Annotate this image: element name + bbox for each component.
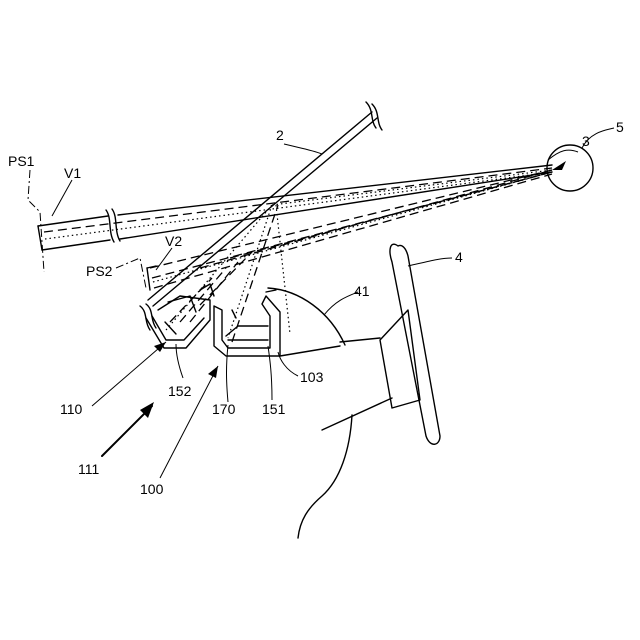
label-v1: V1 [64,165,81,181]
label-152: 152 [168,383,192,399]
label-v2: V2 [165,233,182,249]
label-3: 3 [582,133,590,149]
label-41: 41 [354,283,370,299]
light-paths [166,170,552,342]
label-ps2: PS2 [86,263,113,279]
label-ps1: PS1 [8,153,35,169]
label-111: 111 [78,461,99,477]
viewer-head [547,145,593,191]
label-5: 5 [616,119,624,135]
label-103: 103 [300,369,324,385]
label-110: 110 [60,401,83,417]
eye-icon [552,161,566,170]
leader-lines [28,128,614,478]
label-4: 4 [455,249,463,265]
virtual-image-v1 [38,165,552,250]
label-170: 170 [212,401,236,417]
label-151: 151 [262,401,286,417]
label-100: 100 [140,481,164,497]
label-2: 2 [276,127,284,143]
